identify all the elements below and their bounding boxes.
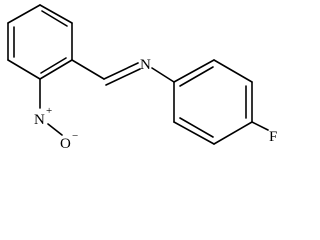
nitro-group: N + O − bbox=[34, 78, 78, 152]
ring-a-bond-1 bbox=[39, 4, 73, 24]
ring-to-ch-bond bbox=[71, 59, 105, 80]
structure-diagram: N + O − N F bbox=[7, 4, 278, 152]
nitro-oxygen-label: O bbox=[60, 136, 71, 152]
ring-a-bond-3 bbox=[39, 59, 73, 80]
ring-b-bond-2 bbox=[213, 59, 253, 83]
ring-a-double-1 bbox=[41, 10, 68, 27]
fluorine-label: F bbox=[269, 129, 277, 145]
ch-n-double-bond-2 bbox=[105, 68, 141, 86]
ring-b-double-1 bbox=[179, 66, 214, 87]
imine-linker: N bbox=[71, 57, 175, 86]
ring-b-bond-5 bbox=[173, 121, 215, 145]
ring-b-bond-1 bbox=[173, 59, 215, 83]
ch-n-double-bond-1 bbox=[103, 62, 139, 80]
n-to-ring-bond bbox=[151, 67, 175, 83]
fluorophenyl-ring bbox=[173, 59, 253, 145]
ring-to-fluorine-bond bbox=[251, 121, 269, 131]
nitro-nitrogen-charge: + bbox=[46, 105, 52, 117]
nitro-nitrogen-label: N bbox=[34, 112, 45, 128]
nitrophenyl-ring bbox=[7, 4, 73, 80]
ring-a-bond-4 bbox=[7, 59, 41, 80]
fluoro-group: F bbox=[251, 121, 277, 145]
imine-nitrogen-label: N bbox=[140, 57, 151, 73]
ring-a-bond-6 bbox=[7, 4, 41, 24]
ring-b-double-3 bbox=[179, 117, 214, 138]
ring-b-bond-4 bbox=[213, 121, 253, 145]
ring-a-double-2 bbox=[40, 57, 67, 74]
nitro-n-o-bond bbox=[47, 123, 63, 136]
nitro-oxygen-charge: − bbox=[72, 130, 78, 142]
